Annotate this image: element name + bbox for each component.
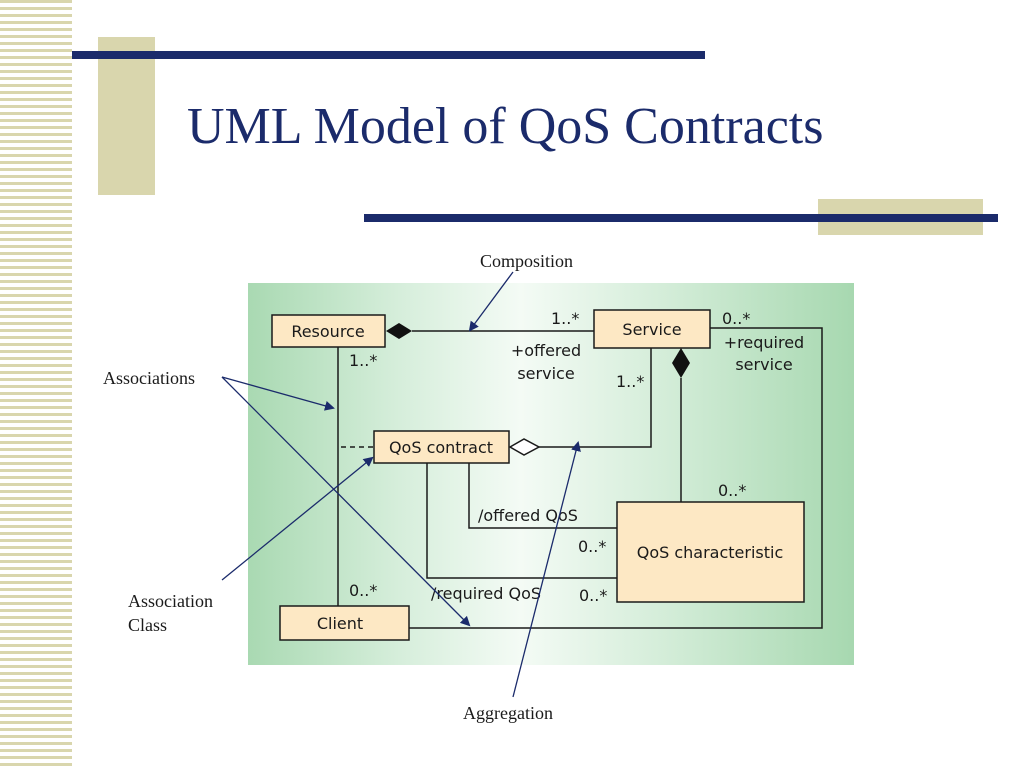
slide-title: UML Model of QoS Contracts <box>187 98 824 155</box>
class-client-box <box>279 605 410 641</box>
qoschar-top-multiplicity: 0..* <box>718 481 746 500</box>
required-qos-line <box>426 463 617 579</box>
class-service-box <box>593 309 711 349</box>
composition-diamond-icon <box>672 348 690 378</box>
class-service-label: Service <box>622 320 681 339</box>
offered-qos-label: /offered QoS <box>478 506 578 525</box>
tan-block-top <box>98 37 155 195</box>
class-client-label: Client <box>317 614 363 633</box>
offered-service-role-1: +offered <box>511 341 581 360</box>
resource-service-multiplicity: 1..* <box>551 309 579 328</box>
navy-bar-top <box>72 51 705 59</box>
required-service-role-2: service <box>735 355 792 374</box>
aggregation-callout: Aggregation <box>463 703 553 723</box>
resource-down-multiplicity: 1..* <box>349 351 377 370</box>
class-qos-characteristic-label: QoS characteristic <box>637 543 784 562</box>
offered-qos-multiplicity: 0..* <box>578 537 606 556</box>
associations-callout: Associations <box>103 368 195 388</box>
decorative-stripes <box>0 0 72 768</box>
composition-diamond-icon <box>386 323 412 339</box>
class-qos-contract-label: QoS contract <box>389 438 493 457</box>
service-right-multiplicity: 0..* <box>722 309 750 328</box>
aggregation-diamond-icon <box>508 438 541 456</box>
class-qos-contract-box <box>373 430 510 464</box>
composition-arrow <box>468 271 514 332</box>
required-service-role-1: +required <box>724 333 804 352</box>
aggregation-arrow <box>512 441 581 698</box>
class-qos-characteristic-box <box>616 501 805 603</box>
required-qos-multiplicity: 0..* <box>579 586 607 605</box>
client-multiplicity: 0..* <box>349 581 377 600</box>
associations-arrow-1 <box>221 376 335 411</box>
required-service-line <box>409 327 823 629</box>
association-class-callout: Association Class <box>128 591 213 636</box>
composition-callout: Composition <box>480 251 574 271</box>
associations-arrow-2 <box>221 376 471 627</box>
association-class-arrow <box>221 456 374 581</box>
offered-qos-line <box>468 463 617 529</box>
offered-service-role-2: service <box>517 364 574 383</box>
navy-bar-bottom <box>364 214 998 222</box>
class-resource-box <box>271 314 386 348</box>
service-down-multiplicity: 1..* <box>616 372 644 391</box>
class-resource-label: Resource <box>291 322 364 341</box>
required-qos-label: /required QoS <box>431 584 541 603</box>
